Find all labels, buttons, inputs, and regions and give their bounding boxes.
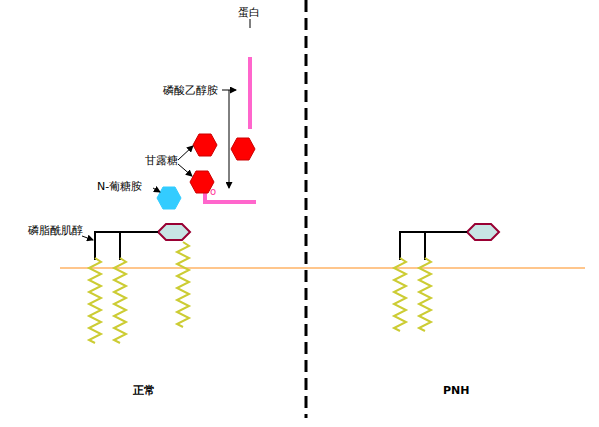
mannose-hexagon xyxy=(190,171,214,193)
mannose-label: 甘露糖 xyxy=(145,154,178,167)
condition-label: 正常 xyxy=(133,384,155,397)
inositol-hexagon xyxy=(467,224,499,240)
membrane-line xyxy=(60,267,585,269)
mannose-hexagon xyxy=(231,138,255,160)
divider-line xyxy=(305,0,308,418)
glycerol-backbone xyxy=(400,232,467,260)
inositol-hexagon xyxy=(158,224,190,240)
protein-label: 蛋白 xyxy=(238,6,260,19)
phosphatidylinositol-label: 磷脂酰肌醇 xyxy=(28,224,83,237)
fatty-acid-chains xyxy=(89,242,431,343)
glycerol-backbone xyxy=(95,232,158,260)
leader-arrow xyxy=(229,90,230,188)
leader-arrow xyxy=(82,236,93,240)
glucosamine-hexagon xyxy=(157,187,181,209)
protein-bar xyxy=(248,57,252,129)
leader-line xyxy=(250,19,251,28)
leader-arrow xyxy=(178,164,192,176)
mannose-hexagon xyxy=(193,134,217,156)
leader-arrow xyxy=(178,146,193,160)
phosphoethanolamine-label: 磷酸乙醇胺 xyxy=(163,84,218,97)
condition-label: PNH xyxy=(443,384,469,397)
glucosamine-label: N-葡糖胺 xyxy=(97,180,142,193)
leader-arrow xyxy=(153,188,160,192)
